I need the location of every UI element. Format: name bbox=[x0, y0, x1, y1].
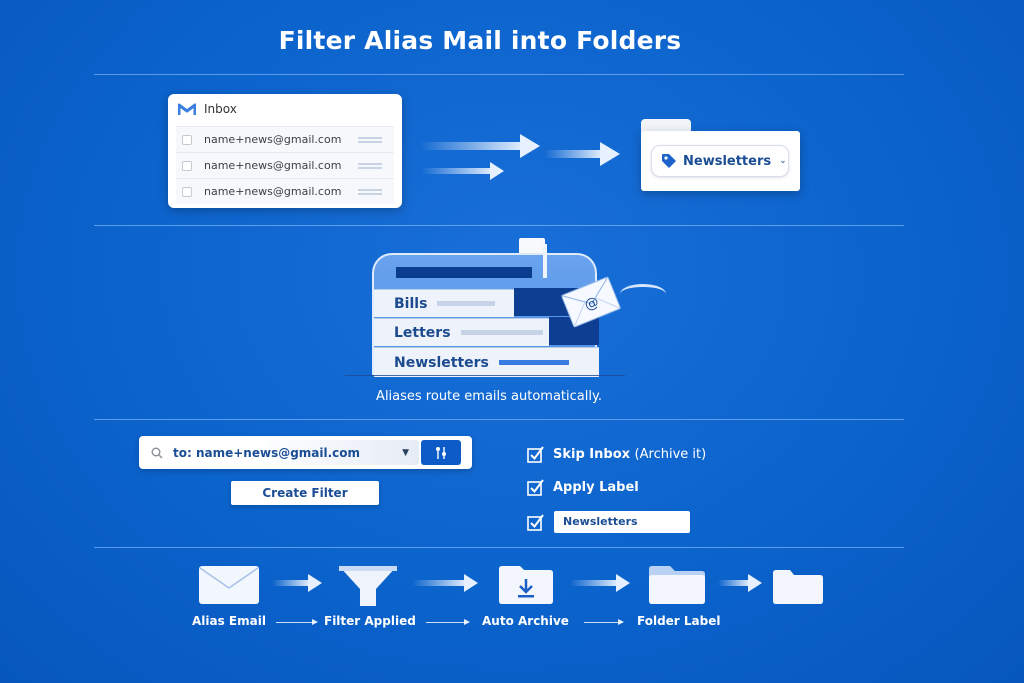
arrow-right-icon bbox=[420, 134, 540, 158]
option-sublabel: (Archive it) bbox=[634, 446, 707, 462]
mailbox-flag-icon bbox=[519, 238, 545, 256]
arrow-right-icon bbox=[545, 142, 620, 166]
thin-arrow-icon bbox=[584, 619, 624, 625]
folder-bar bbox=[460, 330, 543, 335]
checkbox-checked-icon[interactable] bbox=[527, 445, 545, 463]
flow-step-label: Filter Applied bbox=[324, 614, 416, 628]
inbox-row[interactable]: name+news@gmail.com bbox=[176, 152, 394, 178]
archive-download-icon bbox=[499, 566, 553, 604]
folder-label: Letters bbox=[394, 324, 451, 341]
chevron-down-icon: ⌄ bbox=[779, 156, 787, 166]
envelope-icon bbox=[199, 566, 259, 604]
drag-handle-icon bbox=[358, 135, 382, 145]
option-label: Apply Label bbox=[553, 479, 639, 495]
option-label: Skip Inbox bbox=[553, 446, 631, 462]
tag-icon bbox=[662, 154, 676, 168]
flow-step-label: Folder Label bbox=[637, 614, 721, 628]
svg-text:@: @ bbox=[582, 294, 601, 314]
arrow-right-icon bbox=[570, 574, 630, 592]
divider bbox=[94, 74, 904, 75]
folder-tab bbox=[641, 119, 691, 133]
mailbox-caption: Aliases route emails automatically. bbox=[376, 389, 602, 404]
inbox-title: Inbox bbox=[204, 102, 237, 116]
flow-step-label: Alias Email bbox=[192, 614, 266, 628]
drag-handle-icon bbox=[358, 161, 382, 171]
label-dropdown[interactable]: Newsletters ⌄ bbox=[651, 145, 789, 177]
gmail-m-icon bbox=[178, 103, 196, 115]
row-address: name+news@gmail.com bbox=[204, 185, 342, 198]
mailbox-folder-newsletters: Newsletters bbox=[374, 347, 599, 377]
flow-step-label: Auto Archive bbox=[482, 614, 569, 628]
divider bbox=[94, 225, 904, 226]
filter-options-icon bbox=[436, 446, 446, 459]
arrow-right-icon bbox=[412, 574, 478, 592]
row-checkbox[interactable] bbox=[182, 186, 192, 197]
filter-options-button[interactable] bbox=[421, 440, 461, 465]
row-checkbox[interactable] bbox=[182, 160, 192, 171]
divider bbox=[94, 547, 904, 548]
drag-handle-icon bbox=[358, 187, 382, 197]
folder-label: Newsletters bbox=[394, 354, 489, 371]
label-name: Newsletters bbox=[683, 153, 772, 169]
search-icon bbox=[151, 447, 163, 458]
mailbox-illustration: Bills Letters Newsletters bbox=[372, 253, 599, 377]
create-filter-button[interactable]: Create Filter bbox=[231, 481, 379, 505]
filter-search-bar: to: name+news@gmail.com ▼ bbox=[139, 436, 472, 469]
arrow-right-icon bbox=[272, 574, 322, 592]
inbox-row[interactable]: name+news@gmail.com bbox=[176, 126, 394, 152]
folder-label: Bills bbox=[394, 295, 428, 312]
folder-bar bbox=[498, 360, 569, 365]
row-address: name+news@gmail.com bbox=[204, 133, 342, 146]
mailbox-slot bbox=[396, 267, 532, 278]
checkbox-checked-icon[interactable] bbox=[527, 478, 545, 496]
page-title: Filter Alias Mail into Folders bbox=[278, 26, 682, 55]
thin-arrow-icon bbox=[276, 619, 318, 625]
caret-down-icon[interactable]: ▼ bbox=[402, 447, 409, 458]
checkbox-checked-icon[interactable] bbox=[527, 513, 545, 531]
flag-pole bbox=[543, 244, 547, 278]
thin-arrow-icon bbox=[426, 619, 470, 625]
option-apply-label[interactable]: Apply Label bbox=[527, 478, 639, 496]
arrow-right-icon bbox=[422, 162, 504, 180]
row-checkbox[interactable] bbox=[182, 134, 192, 145]
funnel-icon bbox=[339, 566, 397, 606]
destination-folder: Newsletters ⌄ bbox=[641, 131, 800, 191]
row-address: name+news@gmail.com bbox=[204, 159, 342, 172]
folder-icon bbox=[773, 570, 823, 604]
divider bbox=[94, 419, 904, 420]
mailbox-folder-bills: Bills bbox=[374, 289, 514, 317]
label-input[interactable]: Newsletters bbox=[554, 511, 690, 533]
option-skip-inbox[interactable]: Skip Inbox (Archive it) bbox=[527, 445, 706, 463]
motion-swoosh bbox=[620, 284, 666, 304]
inbox-row[interactable]: name+news@gmail.com bbox=[176, 178, 394, 204]
folder-icon bbox=[649, 566, 705, 604]
inbox-card: Inbox name+news@gmail.com name+news@gmai… bbox=[168, 94, 402, 208]
arrow-right-icon bbox=[718, 574, 762, 592]
email-at-icon: @ bbox=[561, 276, 621, 328]
ground-line bbox=[345, 375, 625, 376]
folder-bar bbox=[437, 301, 496, 306]
option-label-value[interactable]: Newsletters bbox=[527, 511, 690, 533]
search-query: to: name+news@gmail.com bbox=[173, 445, 361, 460]
search-input[interactable]: to: name+news@gmail.com ▼ bbox=[143, 440, 419, 465]
mailbox-folder-letters: Letters bbox=[374, 318, 549, 346]
